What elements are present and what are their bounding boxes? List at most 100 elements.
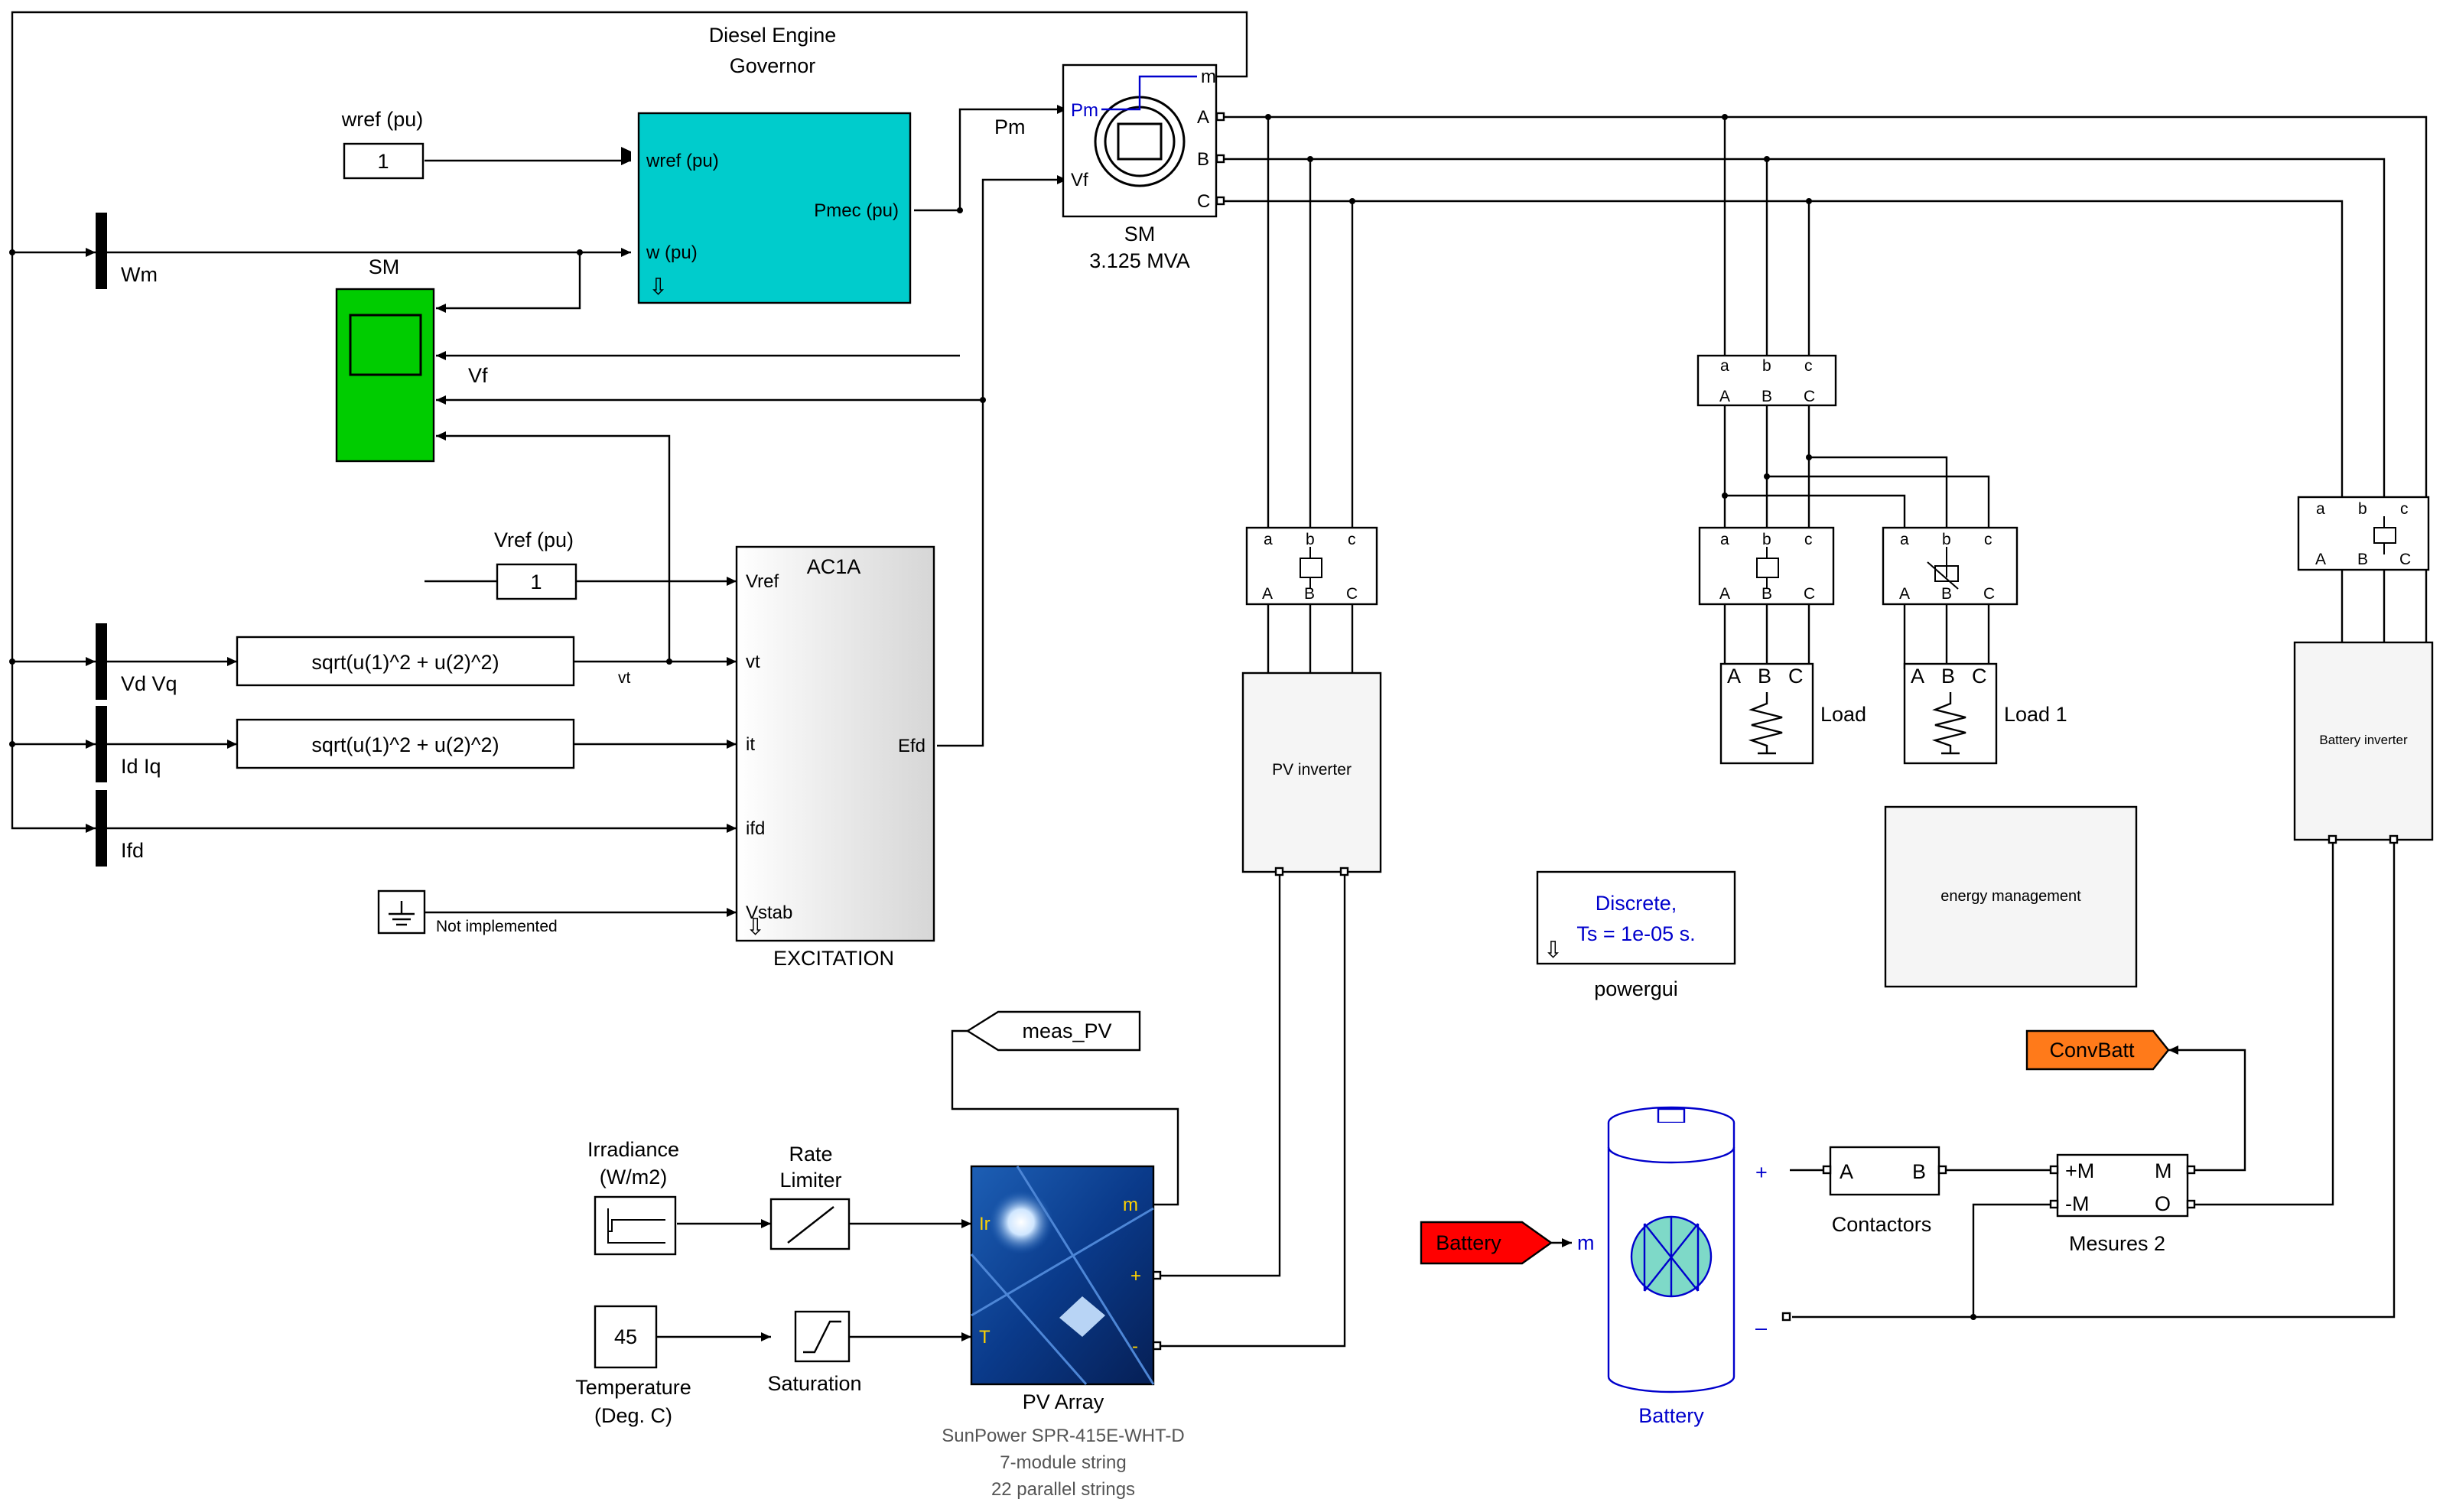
mesures-box[interactable]	[2056, 1153, 2189, 1218]
fcn-block-1[interactable]: sqrt(u(1)^2 + u(2)^2) vt	[236, 636, 631, 687]
load-block[interactable]: A B C Load	[1719, 662, 1866, 765]
breaker-pv-box[interactable]	[1245, 526, 1378, 606]
pv-array-name: PV Array	[1023, 1390, 1104, 1413]
breaker-load-b-port-A: A	[1899, 585, 1910, 603]
powergui-block[interactable]: Discrete, Ts = 1e-05 s. ⇩ powergui	[1536, 870, 1736, 1000]
battery-inverter-box[interactable]	[2293, 641, 2434, 841]
demux-wm[interactable]	[96, 213, 107, 289]
battery-minus: –	[1755, 1316, 1767, 1339]
breaker-battery-port-c: c	[2400, 500, 2409, 518]
contactors-name: Contactors	[1832, 1213, 1932, 1236]
mesures-port-mm: -M	[2065, 1192, 2089, 1215]
breaker-load-a[interactable]: a b c A B C	[1698, 526, 1835, 606]
saturation-block[interactable]: Saturation	[767, 1310, 862, 1395]
demux-ifd[interactable]	[96, 790, 107, 867]
irradiance-block[interactable]: Irradiance (W/m2)	[587, 1138, 679, 1256]
powergui-line1: Discrete,	[1596, 892, 1677, 915]
contactors-port-b: B	[1912, 1160, 1926, 1183]
fcn1-box[interactable]	[236, 636, 575, 687]
pv-array-block[interactable]: Ir T m + - PV Array SunPower SPR-415E-WH…	[942, 1165, 1185, 1500]
breaker-load-box[interactable]	[1696, 354, 1837, 407]
battery-goto-label: Battery	[1436, 1231, 1501, 1254]
pv-inverter-block[interactable]: PV inverter	[1241, 671, 1382, 873]
temperature-line2: (Deg. C)	[594, 1404, 672, 1427]
governor-mask-icon: ⇩	[649, 275, 668, 300]
rate-limiter-box[interactable]	[769, 1198, 851, 1250]
rate-limiter-block[interactable]: Rate Limiter	[769, 1143, 851, 1250]
breaker-load[interactable]: a b c A B C	[1696, 354, 1837, 407]
mesures-name: Mesures 2	[2069, 1232, 2165, 1255]
breaker-load-a-port-c: c	[1804, 531, 1813, 548]
vref-constant[interactable]: Vref (pu) 1	[494, 528, 577, 600]
breaker-battery-port-A: A	[2315, 551, 2326, 568]
scope-block[interactable]: SM Vf	[335, 255, 488, 463]
excitation-port-vt: vt	[746, 652, 760, 672]
ground-block[interactable]: Not implemented	[377, 889, 558, 935]
battery-inverter-block[interactable]: Battery inverter	[2293, 641, 2434, 841]
excitation-port-efd: Efd	[898, 736, 925, 756]
vt-signal-label: vt	[618, 669, 631, 687]
breaker-load-b[interactable]: a b c A B C	[1882, 526, 2018, 606]
battery-name: Battery	[1638, 1404, 1704, 1427]
breaker-load-port-c: c	[1804, 357, 1813, 375]
temperature-box[interactable]	[594, 1305, 658, 1369]
load1-name: Load 1	[2004, 703, 2067, 726]
governor-body[interactable]	[637, 112, 912, 304]
energy-management-box[interactable]	[1884, 805, 2138, 988]
sm-machine-block[interactable]: m Pm Vf A B C SM 3.125 MVA	[1062, 63, 1218, 272]
power-wires	[1153, 115, 2428, 1348]
fcn-block-2[interactable]: sqrt(u(1)^2 + u(2)^2)	[236, 718, 575, 769]
wref-box[interactable]	[343, 142, 425, 180]
demux-idiq-label: Id Iq	[121, 755, 161, 778]
load1-port-b: B	[1941, 665, 1955, 688]
demux-idiq[interactable]	[96, 706, 107, 782]
energy-management-name: energy management	[1940, 888, 2081, 905]
temperature-block[interactable]: 45 Temperature (Deg. C)	[575, 1305, 691, 1427]
pv-array-desc2: 7-module string	[1000, 1452, 1126, 1473]
irradiance-box[interactable]	[594, 1195, 677, 1256]
convbatt-from[interactable]: ConvBatt	[2025, 1029, 2170, 1071]
meas-pv-tag[interactable]	[965, 1010, 1141, 1052]
sm-port-b: B	[1197, 149, 1209, 170]
convbatt-label: ConvBatt	[2049, 1039, 2135, 1062]
temperature-line1: Temperature	[575, 1376, 691, 1399]
mesures-port-o: O	[2155, 1192, 2171, 1215]
governor-port-wref: wref (pu)	[646, 151, 719, 171]
breaker-pv-switch-icon	[1300, 547, 1322, 589]
demux-vdvq[interactable]	[96, 623, 107, 700]
breaker-battery[interactable]: a b c A B C	[2297, 496, 2430, 571]
powergui-box[interactable]	[1536, 870, 1736, 965]
convbatt-tag[interactable]	[2025, 1029, 2170, 1071]
rate-limiter-line1: Rate	[789, 1143, 832, 1166]
vref-box[interactable]	[496, 563, 577, 600]
breaker-pv-port-C: C	[1346, 585, 1358, 603]
sm-machine-rating: 3.125 MVA	[1089, 249, 1190, 272]
contactors-block[interactable]: A B Contactors	[1829, 1146, 1940, 1236]
wref-constant[interactable]: wref (pu) 1	[341, 108, 425, 180]
breaker-load-a-port-C: C	[1804, 585, 1815, 603]
ground-box[interactable]	[377, 889, 426, 935]
pv-inverter-box[interactable]	[1241, 671, 1382, 873]
fcn2-box[interactable]	[236, 718, 575, 769]
excitation-mask-icon: ⇩	[746, 915, 765, 940]
wref-label: wref (pu)	[341, 108, 424, 131]
governor-block[interactable]: Diesel Engine Governor wref (pu) w (pu) …	[637, 24, 912, 304]
breaker-load-b-switch-icon	[1927, 547, 1959, 590]
powergui-line2: Ts = 1e-05 s.	[1576, 922, 1695, 945]
breaker-load-a-box[interactable]	[1698, 526, 1835, 606]
mesures-block[interactable]: +M -M M O Mesures 2	[2056, 1153, 2189, 1255]
battery-block[interactable]: + – Battery	[1607, 1106, 1768, 1427]
load1-block[interactable]: A B C Load 1	[1903, 662, 2067, 765]
energy-management-block[interactable]: energy management	[1884, 805, 2138, 988]
pv-port-t: T	[979, 1327, 991, 1348]
meas-pv-goto[interactable]: meas_PV	[965, 1010, 1141, 1052]
battery-goto-tag[interactable]	[1420, 1221, 1553, 1265]
excitation-block[interactable]: AC1A Vref vt it ifd Vstab Efd ⇩ EXCITATI…	[735, 545, 935, 970]
battery-goto[interactable]: Battery m	[1420, 1221, 1595, 1265]
breaker-battery-box[interactable]	[2297, 496, 2430, 571]
breaker-load-a-port-B: B	[1761, 585, 1772, 603]
breaker-pv-port-b: b	[1306, 531, 1315, 548]
breaker-pv[interactable]: a b c A B C	[1245, 526, 1378, 606]
excitation-body[interactable]	[735, 545, 935, 942]
ground-label: Not implemented	[436, 918, 558, 935]
